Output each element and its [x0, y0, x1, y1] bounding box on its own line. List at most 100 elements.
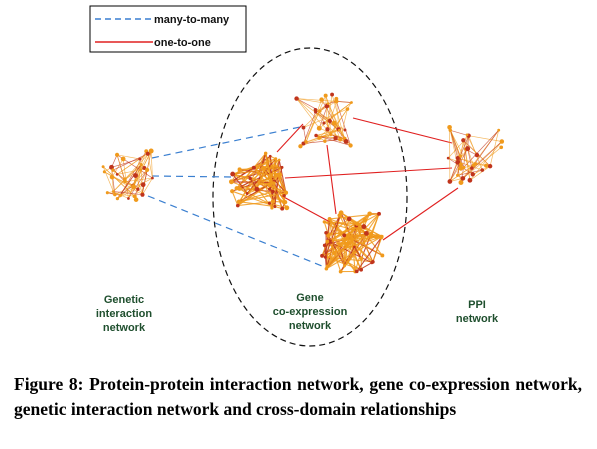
network-node [359, 256, 364, 261]
network-node [455, 155, 460, 161]
network-edge [258, 173, 274, 202]
network-edge [467, 148, 473, 169]
network-edge [238, 172, 260, 202]
network-node [465, 146, 471, 152]
network-node [118, 193, 122, 197]
network-edge [356, 262, 373, 272]
network-node [228, 179, 234, 185]
network-edge [450, 129, 469, 137]
network-node [267, 182, 272, 188]
network-node [499, 139, 505, 144]
network-node [102, 170, 106, 174]
network-edge [303, 108, 348, 128]
network-node [101, 165, 105, 169]
network-node [332, 250, 337, 255]
network-node [236, 199, 242, 204]
network-node [237, 167, 242, 172]
network-node [460, 176, 466, 181]
network-node [380, 253, 385, 258]
network-node [337, 128, 341, 132]
legend-many-to-many-label: many-to-many [154, 14, 230, 26]
network-edge [327, 225, 357, 243]
legend-one-to-one-label: one-to-one [154, 37, 211, 49]
gene-coexpression-network-cluster [228, 151, 290, 211]
network-node [499, 145, 504, 150]
network-edge [448, 157, 483, 171]
network-edge [347, 238, 353, 263]
network-edge [457, 157, 487, 166]
network-edge [328, 218, 350, 236]
network-node [369, 231, 374, 237]
network-node [316, 125, 322, 131]
network-node [497, 128, 501, 132]
network-edge [303, 111, 316, 144]
network-node [456, 173, 460, 177]
network-node [330, 92, 335, 97]
network-edge [315, 135, 351, 146]
network-edge [315, 111, 341, 140]
network-edge [231, 190, 239, 206]
network-edge [336, 101, 352, 103]
network-node [131, 184, 137, 190]
network-edge [269, 202, 287, 209]
label-line: interaction [95, 308, 153, 320]
network-edge [231, 190, 276, 208]
network-node [473, 162, 478, 166]
network-node [329, 133, 333, 137]
network-node [455, 159, 460, 165]
network-edge [238, 201, 275, 208]
network-edge [303, 139, 341, 144]
network-edge [296, 98, 320, 129]
network-node [327, 217, 332, 221]
network-edge [333, 223, 358, 254]
network-node [323, 93, 328, 98]
network-node [345, 260, 350, 264]
network-node [278, 176, 282, 179]
network-edge [116, 154, 126, 180]
network-node [133, 197, 139, 202]
network-edge [324, 218, 331, 258]
one-to-one-edge [352, 117, 453, 144]
network-node [334, 99, 339, 104]
network-node [270, 206, 274, 210]
connections [147, 117, 459, 267]
network-node [470, 166, 474, 170]
network-node [349, 236, 355, 242]
network-edge [326, 243, 348, 267]
network-edge [116, 158, 140, 175]
network-node [269, 173, 274, 177]
network-node [343, 128, 347, 132]
network-node [271, 181, 276, 186]
network-node [270, 199, 275, 204]
network-edge [343, 235, 362, 271]
network-node [487, 163, 493, 169]
network-edge [339, 108, 348, 140]
network-node [324, 230, 328, 235]
network-edge [231, 167, 255, 183]
network-node [274, 157, 278, 161]
network-node [268, 154, 272, 158]
network-node [251, 165, 256, 170]
network-node [267, 187, 271, 191]
network-edge [140, 153, 149, 170]
network-edge [296, 98, 340, 130]
label-line: Genetic [103, 294, 145, 306]
network-edge [325, 226, 365, 270]
network-node [338, 269, 343, 274]
network-edge [356, 236, 383, 272]
network-edge [111, 158, 140, 168]
network-node [337, 242, 342, 247]
network-node [133, 173, 138, 178]
network-edge [117, 169, 141, 175]
network-node [327, 118, 332, 124]
network-node [326, 102, 330, 105]
network-edge [305, 99, 322, 143]
network-edge [353, 246, 362, 259]
network-node [270, 164, 274, 168]
network-node [346, 235, 350, 239]
network-edge [468, 135, 483, 171]
network-node [359, 267, 364, 272]
network-edge [142, 177, 153, 195]
network-node [322, 121, 326, 125]
gene-coexpression-network-cluster [294, 92, 353, 149]
